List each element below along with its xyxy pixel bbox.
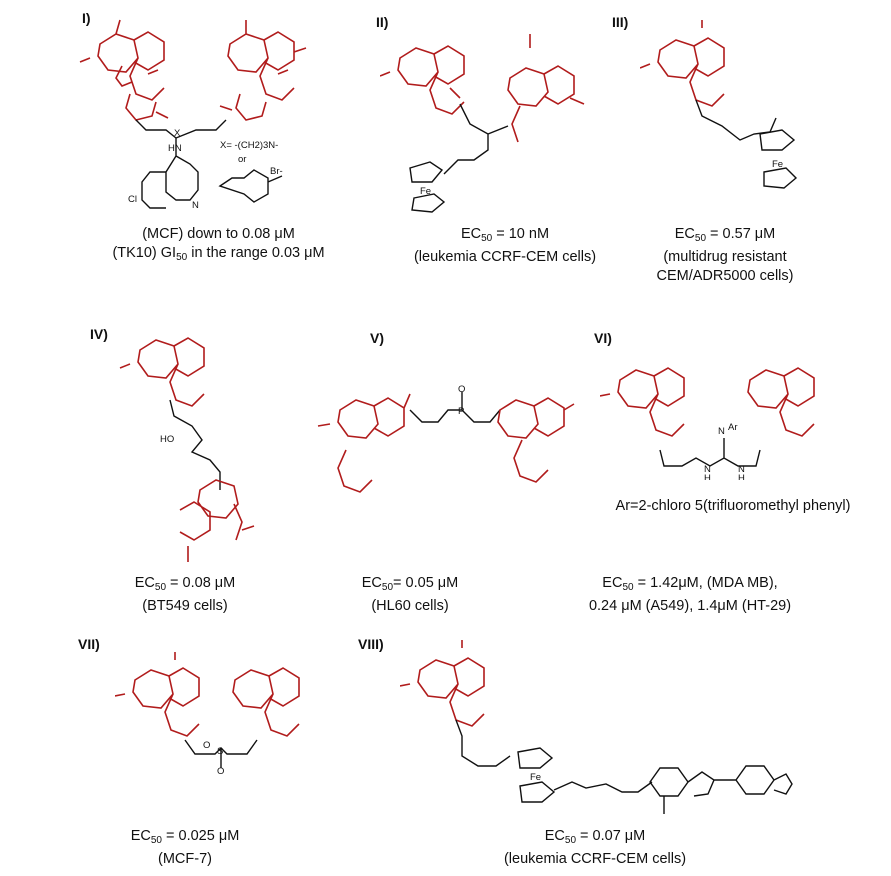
structure-4: HO xyxy=(119,337,255,562)
artemisinin-unit-right xyxy=(219,20,307,121)
artemisinin-unit xyxy=(640,20,725,107)
caption-line: (leukemia CCRF-CEM cells) xyxy=(413,249,597,265)
caption-4: EC50 = 0.08 μM (BT549 cells) xyxy=(100,574,270,616)
atom-x: X xyxy=(174,128,181,139)
artemisinin-unit-left xyxy=(115,652,200,737)
atom-ar: Ar xyxy=(728,422,738,433)
piperazinium xyxy=(218,169,283,203)
caption-3: EC50 = 0.57 μM (multidrug resistant CEM/… xyxy=(620,225,830,286)
panel-label: III) xyxy=(612,14,629,30)
atom-n-ar: N xyxy=(718,426,725,437)
caption-line: (TK10) GI50 in the range 0.03 μM xyxy=(112,245,325,263)
x-or: or xyxy=(238,154,246,165)
structure-2: Fe xyxy=(380,34,585,213)
caption-line: EC50 = 0.025 μM xyxy=(130,828,240,846)
caption-line: (multidrug resistant xyxy=(663,249,787,265)
cyclopentadienyl-bottom xyxy=(763,167,798,189)
caption-line: CEM/ADR5000 cells) xyxy=(656,268,794,284)
ar-definition: Ar=2-chloro 5(trifluoromethyl phenyl) xyxy=(575,497,891,516)
atom-o2: O xyxy=(217,766,224,777)
cyclopentadienyl-top xyxy=(517,747,554,769)
caption-line: EC50 = 10 nM xyxy=(460,226,550,244)
artemisinin-unit-right xyxy=(497,397,575,483)
panel-label: IV) xyxy=(90,326,108,342)
panel-label: V) xyxy=(370,330,384,346)
caption-line: EC50= 0.05 μM xyxy=(361,575,459,593)
artemisinin-unit-left xyxy=(380,45,465,115)
artemisinin-unit-left xyxy=(600,367,685,437)
panel-label: I) xyxy=(82,10,91,26)
atom-nh-left: N xyxy=(704,464,711,475)
linker-chain-top xyxy=(455,719,511,767)
atom-nh-right: N xyxy=(738,464,745,475)
atom-s: S xyxy=(217,746,223,757)
atom-n: N xyxy=(192,200,199,211)
counterion: Br- xyxy=(270,166,283,177)
atom-o: O xyxy=(458,384,465,395)
artemisinin-unit-left xyxy=(79,19,169,121)
atom-ho: HO xyxy=(160,434,174,445)
caption-6: EC50 = 1.42μM, (MDA MB), 0.24 μM (A549),… xyxy=(545,574,835,616)
caption-line: EC50 = 0.07 μM xyxy=(544,828,646,846)
panel-label: VIII) xyxy=(358,636,384,652)
artemisinin-unit-right xyxy=(507,34,585,143)
phosphate-linker xyxy=(409,392,501,423)
structure-3: Fe xyxy=(640,20,798,189)
atom-fe: Fe xyxy=(772,159,783,170)
caption-line: EC50 = 0.57 μM xyxy=(674,226,776,244)
caption-1: (MCF) down to 0.08 μM (TK10) GI50 in the… xyxy=(86,225,351,267)
artemisinin-unit-left xyxy=(317,393,411,493)
caption-line: EC50 = 1.42μM, (MDA MB), xyxy=(602,575,778,593)
atom-p: P xyxy=(458,406,464,417)
caption-5: EC50= 0.05 μM (HL60 cells) xyxy=(330,574,490,616)
sulfone-linker xyxy=(184,739,258,768)
caption-line: (MCF) down to 0.08 μM xyxy=(142,226,295,242)
benzofuran-core xyxy=(649,765,793,814)
caption-8: EC50 = 0.07 μM (leukemia CCRF-CEM cells) xyxy=(480,827,710,869)
artemisinin-unit-top xyxy=(119,337,205,407)
caption-line: (leukemia CCRF-CEM cells) xyxy=(503,851,687,867)
atom-fe: Fe xyxy=(530,772,541,783)
panel-label: VI) xyxy=(594,330,612,346)
structure-7: S O O xyxy=(115,652,300,777)
cyclopentadienyl-top xyxy=(409,161,444,183)
artemisinin-unit-right xyxy=(232,667,300,737)
linker-chain xyxy=(169,399,221,490)
atom-cl: Cl xyxy=(128,194,137,205)
caption-line: 0.24 μM (A549), 1.4μM (HT-29) xyxy=(588,598,792,614)
artemisinin-unit-right xyxy=(747,367,815,437)
caption-line: EC50 = 0.08 μM xyxy=(134,575,236,593)
structure-8: Fe xyxy=(400,640,793,814)
artemisinin-unit-bottom xyxy=(179,479,255,562)
structure-6: N Ar N H N H xyxy=(600,367,815,480)
cyclopentadienyl-top xyxy=(759,129,796,151)
linker-chain xyxy=(135,119,227,139)
linker-chain xyxy=(443,103,509,175)
caption-line: (HL60 cells) xyxy=(371,598,449,614)
cyclopentadienyl-bottom xyxy=(519,781,556,803)
linker-chain-bottom xyxy=(553,781,653,793)
caption-7: EC50 = 0.025 μM (MCF-7) xyxy=(100,827,270,869)
atom-fe: Fe xyxy=(420,186,431,197)
caption-line: (BT549 cells) xyxy=(142,598,228,614)
caption-line: (MCF-7) xyxy=(158,851,212,867)
linker-chain xyxy=(695,99,777,141)
atom-h-right: H xyxy=(738,473,745,480)
atom-nh: HN xyxy=(168,143,182,154)
atom-o1: O xyxy=(203,740,210,751)
caption-2: EC50 = 10 nM (leukemia CCRF-CEM cells) xyxy=(370,225,640,267)
panel-label: II) xyxy=(376,14,389,30)
x-definition: X= -(CH2)3N- xyxy=(220,140,278,151)
atom-h-left: H xyxy=(704,473,711,480)
cyclopentadienyl-bottom xyxy=(411,193,446,213)
artemisinin-unit xyxy=(400,640,485,727)
caption-line: Ar=2-chloro 5(trifluoromethyl phenyl) xyxy=(615,498,851,514)
structure-1: X HN Cl N X= -(CH2)3N- or Br- xyxy=(79,19,307,211)
structure-5: P O xyxy=(317,384,575,493)
guanidine-linker xyxy=(659,438,761,467)
panel-label: VII) xyxy=(78,636,100,652)
